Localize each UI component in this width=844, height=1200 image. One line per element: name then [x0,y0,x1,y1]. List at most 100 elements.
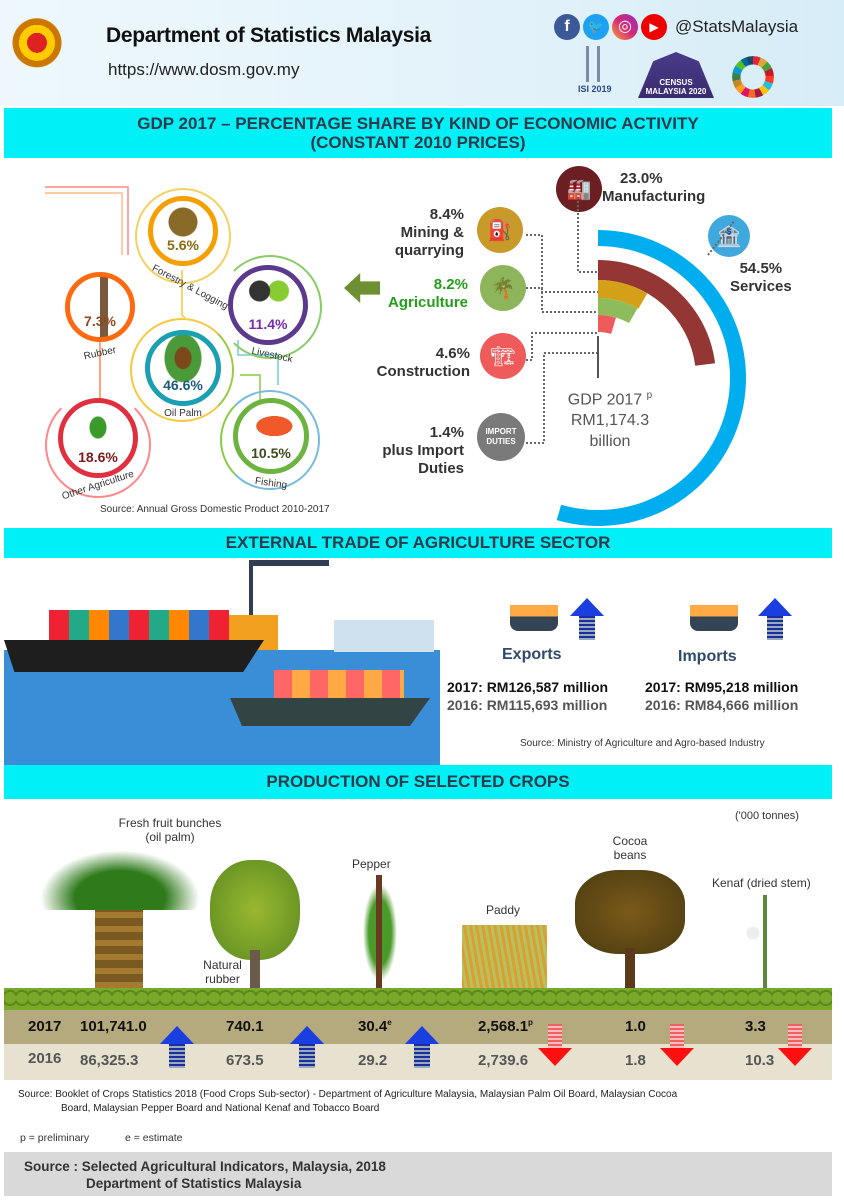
forestry-ring [135,188,231,284]
fishing-ring [220,390,320,490]
trend-down-arrow-icon [660,1048,694,1066]
social-handle: @StatsMalaysia [675,17,799,36]
crop-value-2017: 740.1 [226,1018,264,1035]
gdp-source: Source: Annual Gross Domestic Product 20… [100,504,330,515]
crop-value-2017: 101,741.0 [80,1018,147,1035]
census-2020-logo: CENSUS MALAYSIA 2020 [638,52,714,98]
export-up-arrow-icon [570,598,604,616]
crop-label-rubber: Natural rubber [203,958,242,986]
skyline [334,620,434,652]
trend-down-arrow-stem [788,1024,802,1048]
ship-1-containers [49,610,229,640]
trend-down-arrow-icon [778,1048,812,1066]
note-preliminary: p = preliminary [20,1132,90,1144]
import-up-arrow-stem [767,616,783,640]
paddy-illustration [462,925,547,990]
trend-down-arrow-icon [538,1048,572,1066]
header: Department of Statistics Malaysia https:… [0,0,844,106]
crane-icon: 🏗 [480,333,526,379]
year-2016-label: 2016 [28,1050,62,1067]
crops-source: Source: Booklet of Crops Statistics 2018… [18,1089,678,1114]
sector-manufacturing: 23.0% Manufacturing [602,170,706,205]
livestock-ring [218,255,322,359]
website-link[interactable]: https://www.dosm.gov.my [108,60,300,79]
imports-2016: 2016: RM84,666 million [645,697,799,713]
crop-value-2017: 1.0 [625,1018,646,1035]
year-2017-label: 2017 [28,1018,62,1035]
crop-value-2016: 86,325.3 [80,1052,139,1069]
gdp-arc-mining [598,280,648,309]
gdp-arc-agriculture [598,298,638,324]
crop-value-2016: 29.2 [358,1052,388,1069]
sector-import-duties: 1.4% plus Import Duties [382,424,464,477]
trend-up-arrow-stem [414,1044,430,1068]
services-bank-icon: 🏦 [708,215,750,257]
crop-value-2016: 1.8 [625,1052,646,1069]
oil-palm-icon: 46.6% [145,330,221,406]
instagram-icon[interactable]: ◎ [612,14,638,40]
sector-agriculture: 8.2% Agriculture [387,276,468,311]
gdp-arc-construction [598,315,616,334]
trend-up-arrow-stem [169,1044,185,1068]
twitter-icon[interactable]: 🐦 [583,14,609,40]
other-agri-ring [45,392,151,498]
ship-2-containers [274,670,404,698]
crops-section-title: PRODUCTION OF SELECTED CROPS [4,765,832,799]
exports-label: Exports [502,646,562,663]
crop-label-paddy: Paddy [486,903,521,917]
crop-label-oil-palm: Fresh fruit bunches (oil palm) [118,816,222,844]
fish-icon: 10.5% [233,398,309,474]
crop-label-pepper: Pepper [352,857,391,871]
trend-down-arrow-stem [670,1024,684,1048]
org-name: Department of Statistics Malaysia [106,24,432,47]
export-ship-icon [510,605,558,631]
crop-value-2016: 673.5 [226,1052,264,1069]
sdg-logo [732,56,774,98]
oil-palm-tree-illustration [40,850,200,995]
cow-icon: 11.4% [228,265,308,345]
export-up-arrow-stem [579,616,595,640]
trend-up-arrow-icon [160,1026,194,1044]
crop-label-kenaf: Kenaf (dried stem) [712,876,811,890]
facebook-icon[interactable]: f [554,14,580,40]
imports-2017: 2017: RM95,218 million [645,679,799,695]
kenaf-plant-illustration [735,895,795,990]
pepper-vine-illustration [360,875,400,990]
gdp-total: GDP 2017 p RM1,174.3 billion [567,390,653,451]
crop-value-2016: 2,739.6 [478,1052,529,1069]
gdp-donut-chart [526,197,746,526]
import-ship-icon [690,605,738,631]
trend-up-arrow-stem [299,1044,315,1068]
rubber-tree-icon: 7.3% [65,272,135,342]
trade-section-title: EXTERNAL TRADE OF AGRICULTURE SECTOR [4,528,832,558]
crop-label-cocoa: Cocoa beans [612,834,648,862]
sector-mining: 8.4% Mining & quarrying [394,206,464,259]
gdp-arc-manufacturing [598,260,716,366]
exports-2017: 2017: RM126,587 million [447,679,609,695]
trend-down-arrow-stem [548,1024,562,1048]
youtube-icon[interactable]: ▶ [641,14,667,40]
crop-value-2016: 10.3 [745,1052,775,1069]
rubber-tree-illustration [210,860,300,990]
imports-label: Imports [678,648,737,665]
ship-2 [230,698,430,726]
crop-value-2017: 3.3 [745,1018,766,1035]
palm-tree-icon: 🌴 [480,265,526,311]
grass-strip [4,988,832,1012]
crop-value-2017: 2,568.1p [478,1018,533,1035]
ship-1 [4,640,264,672]
crane [249,560,329,652]
import-duties-icon: IMPORT DUTIES [477,413,525,461]
isi-towers-icon [586,46,600,82]
exports-2016: 2016: RM115,693 million [447,697,608,713]
trend-up-arrow-icon [290,1026,324,1044]
sector-services: 54.5% Services [730,260,792,295]
logs-icon: 5.6% [148,196,218,266]
trend-up-arrow-icon [405,1026,439,1044]
cocoa-tree-illustration [575,870,685,990]
unit-label: ('000 tonnes) [735,810,799,822]
trade-source: Source: Ministry of Agriculture and Agro… [520,738,765,749]
oil-palm-ring [130,318,234,422]
coat-of-arms-logo [12,14,62,78]
seedling-icon: 18.6% [58,398,138,478]
